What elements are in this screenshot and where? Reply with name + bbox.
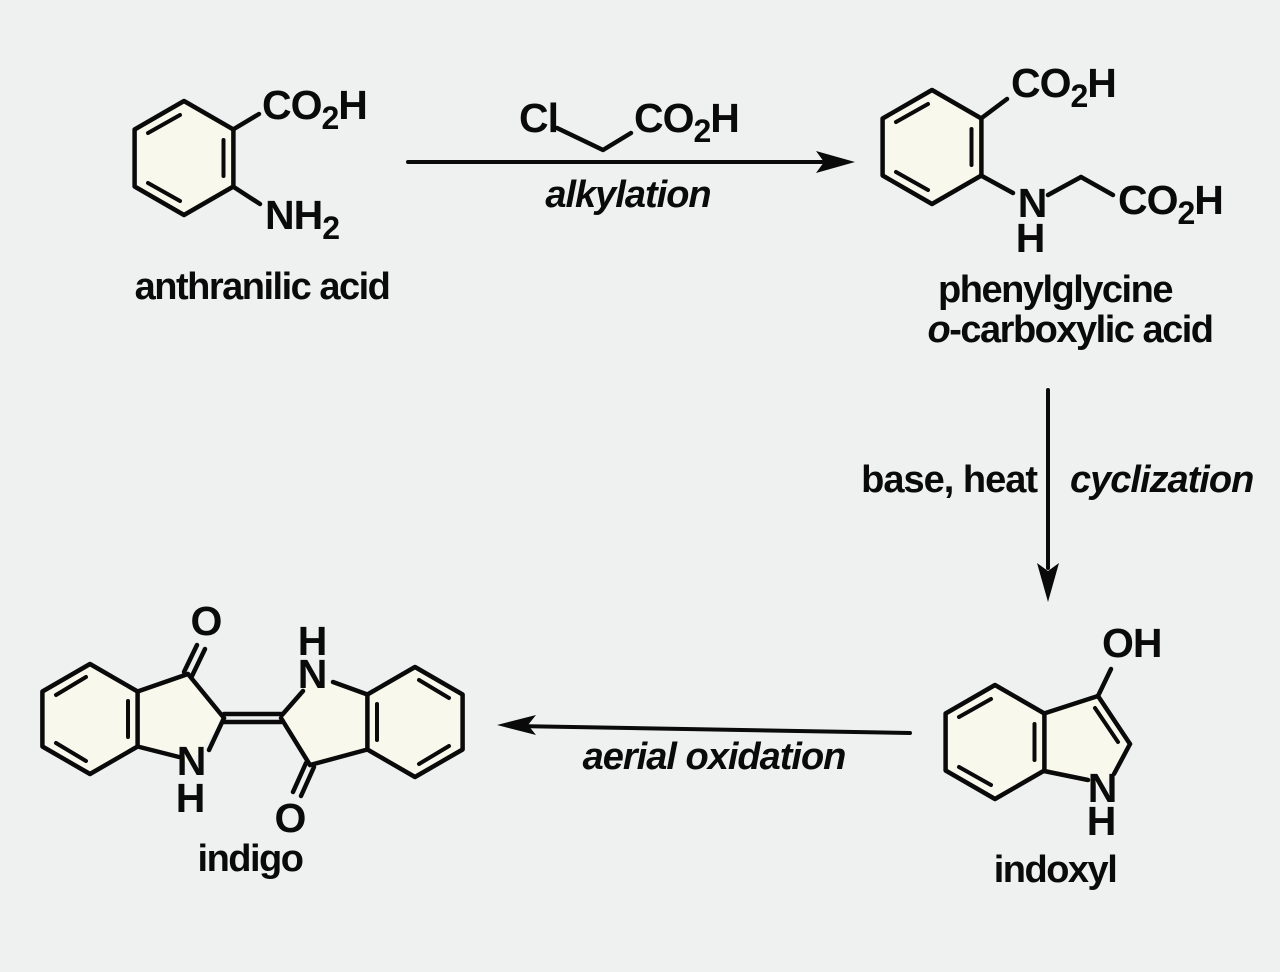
indigo-structure	[40, 642, 465, 799]
chloroacetic-acid-reagent	[554, 125, 634, 153]
n-label-indoxyl: N	[1087, 765, 1118, 811]
indoxyl-structure	[943, 666, 1133, 802]
bond	[135, 671, 191, 694]
bond	[554, 125, 634, 153]
benzene-ring	[365, 664, 465, 780]
pyrrole-ring-fill	[137, 674, 224, 764]
benzene-ring	[132, 98, 236, 218]
double-bond	[1093, 706, 1120, 744]
bond	[307, 747, 370, 768]
h-label-phenylglycine: H	[1015, 215, 1046, 261]
h-label-indigo-left: H	[175, 775, 206, 821]
n-label-phenylglycine: N	[1017, 180, 1048, 226]
bond	[1041, 768, 1091, 783]
double-bond	[417, 744, 451, 766]
arrowhead	[497, 715, 536, 735]
compound-name-indoxyl: indoxyl	[993, 849, 1118, 891]
carbonyl-double-bond	[181, 642, 200, 675]
step-label-cyclization: cyclization	[1070, 459, 1254, 501]
co2h-label-phenylglycine-ring: CO2H	[1011, 60, 1117, 114]
bond	[1045, 174, 1084, 198]
arrow-line	[513, 724, 912, 735]
carbonyl-double-bond	[189, 646, 208, 679]
compound-name-phenylglycine-line1: phenylglycine	[938, 269, 1173, 311]
arrowhead	[816, 151, 855, 173]
double-bond	[417, 678, 451, 700]
double-bond	[54, 741, 88, 763]
bond	[185, 671, 227, 721]
n-label-indigo-left: N	[176, 738, 207, 784]
bond	[135, 744, 182, 760]
co2h-label-phenylglycine-chain: CO2H	[1118, 177, 1224, 231]
double-bond	[957, 765, 993, 787]
pyrrole-ring-fill	[1044, 696, 1130, 788]
step-label-alkylation: alkylation	[545, 174, 711, 216]
arrowhead	[1037, 563, 1059, 602]
o-label-indigo-left: O	[190, 598, 223, 644]
bond	[330, 679, 370, 697]
compound-name-indigo: indigo	[197, 838, 304, 880]
benzene-ring	[880, 87, 984, 207]
arrow-alkylation	[406, 151, 855, 173]
anthranilic-acid-structure	[132, 98, 263, 218]
bond	[978, 96, 1010, 121]
double-bond	[146, 181, 182, 203]
double-bond	[894, 170, 930, 192]
double-bond	[146, 113, 182, 135]
bond	[1041, 693, 1101, 716]
bond	[1095, 693, 1133, 747]
bond	[278, 715, 313, 768]
bond	[1078, 174, 1116, 198]
o-label-indigo-right: O	[274, 795, 307, 841]
cl-label-reagent: Cl	[519, 95, 559, 141]
bond	[230, 184, 263, 207]
benzene-ring	[40, 661, 140, 777]
nh2-label-anthranilic: NH2	[265, 192, 340, 246]
co2h-label-anthranilic: CO2H	[262, 82, 368, 136]
n-label-indigo-right: N	[297, 651, 328, 697]
step-label-aerial-oxidation: aerial oxidation	[582, 736, 847, 778]
bond	[1111, 741, 1133, 777]
bond	[230, 111, 262, 132]
bond	[279, 688, 306, 718]
arrow-cyclization	[1037, 388, 1059, 602]
compound-name-anthranilic-acid: anthranilic acid	[134, 266, 391, 308]
benzene-ring	[943, 682, 1047, 802]
carbonyl-double-bond	[290, 760, 309, 795]
double-bond	[54, 675, 88, 697]
pyrrole-ring-fill	[281, 676, 368, 765]
phenylglycine-structure	[880, 87, 1116, 207]
h-label-indigo-right: H	[297, 618, 328, 664]
h-label-indoxyl: H	[1086, 798, 1117, 844]
double-bond	[957, 697, 993, 719]
bond	[206, 715, 227, 753]
co2h-label-reagent: CO2H	[634, 95, 740, 149]
step-conditions-cyclization: base, heat	[861, 459, 1038, 501]
double-bond	[894, 102, 930, 124]
carbonyl-double-bond	[298, 764, 317, 799]
oh-label-indoxyl: OH	[1102, 620, 1162, 666]
arrow-aerial-oxidation	[497, 715, 912, 735]
compound-name-phenylglycine-line2: o-carboxylic acid	[927, 309, 1214, 351]
bond	[1095, 666, 1114, 699]
bond	[978, 173, 1016, 196]
